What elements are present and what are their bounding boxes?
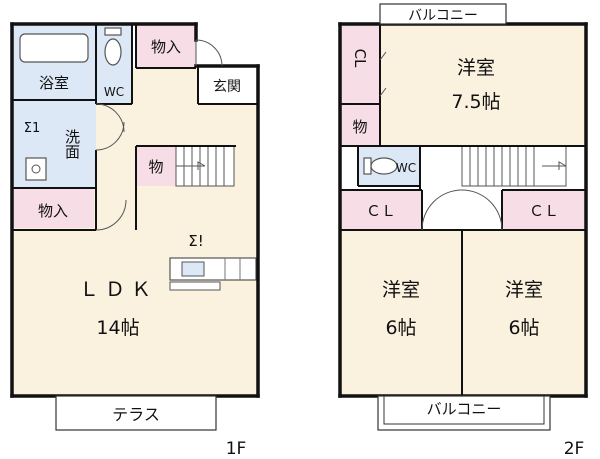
kitchen-back-counter: [169, 281, 221, 291]
toilet-tank-icon: [104, 27, 122, 36]
western-top-name: 洋室: [457, 57, 495, 79]
labels-1f: 浴室 WC 物入 玄関 Σ1 洗面 物 物入 Σ! ＬＤＫ 14帖 テラス 1F: [24, 38, 247, 459]
closet-left-label: ＣＬ: [366, 202, 396, 220]
storage-small-2f: [340, 104, 380, 146]
terrace: [55, 395, 217, 431]
floor-2-label: 2F: [564, 439, 585, 459]
western-left-size: 6帖: [385, 317, 416, 339]
balcony-bottom-label: バルコニー: [427, 400, 502, 418]
balcony-top-label: バルコニー: [408, 8, 478, 24]
floor-2-plan: [338, 3, 588, 431]
washroom-mark-label: Σ1: [24, 121, 41, 136]
ldk-name-label: ＬＤＫ: [79, 277, 157, 301]
balcony-top: [379, 3, 507, 25]
partitions-1f: [12, 24, 258, 231]
western-left: [340, 230, 462, 396]
storage-stairs-label: 物: [148, 158, 163, 176]
storage-small-2f-label: 物: [352, 118, 367, 136]
closet-left: [340, 190, 422, 230]
closet-right: [502, 190, 586, 230]
closet-right-label: ＣＬ: [529, 202, 559, 220]
wc-label-1f: WC: [104, 85, 124, 99]
labels-2f: バルコニー CL 洋室 7.5帖 物 WC ＣＬ ＣＬ 洋室 6帖 洋室 6帖 …: [351, 8, 584, 459]
partitions-2f: [340, 24, 586, 396]
floor-1-label: 1F: [226, 439, 247, 459]
ldk-size-label: 14帖: [96, 317, 139, 339]
western-right-size: 6帖: [508, 317, 539, 339]
toilet-2f-icon: [370, 157, 398, 175]
storage-left: [12, 188, 94, 228]
washroom: [12, 100, 96, 188]
storage-stairs: [136, 146, 176, 186]
entrance: [198, 66, 256, 104]
terrace-label: テラス: [112, 405, 160, 424]
closet-top: [340, 24, 380, 104]
stairs-2f: [461, 145, 567, 187]
toilet-icon: [104, 38, 122, 66]
western-right-name: 洋室: [505, 279, 543, 301]
ldk-mark-label: Σ!: [188, 232, 204, 250]
western-top-size: 7.5帖: [451, 91, 500, 113]
kitchen-sink-icon: [181, 261, 205, 277]
storage-top-label: 物入: [151, 38, 181, 56]
floor-1-plan: [10, 22, 260, 431]
storage-left-label: 物入: [38, 202, 68, 220]
closet-top-label: CL: [351, 49, 369, 68]
storage-top: [136, 24, 196, 68]
bathtub: [19, 33, 89, 63]
western-left-name: 洋室: [382, 279, 420, 301]
stairs-1f: [175, 145, 235, 187]
bath-label: 浴室: [39, 74, 69, 92]
entrance-label: 玄関: [213, 78, 241, 95]
doors-1f: [95, 39, 223, 231]
western-right: [462, 230, 586, 396]
wc-label-2f: WC: [396, 161, 416, 175]
washroom-label: 洗面: [63, 129, 81, 159]
doors-2f: [379, 51, 503, 231]
basin-icon: [25, 157, 47, 181]
